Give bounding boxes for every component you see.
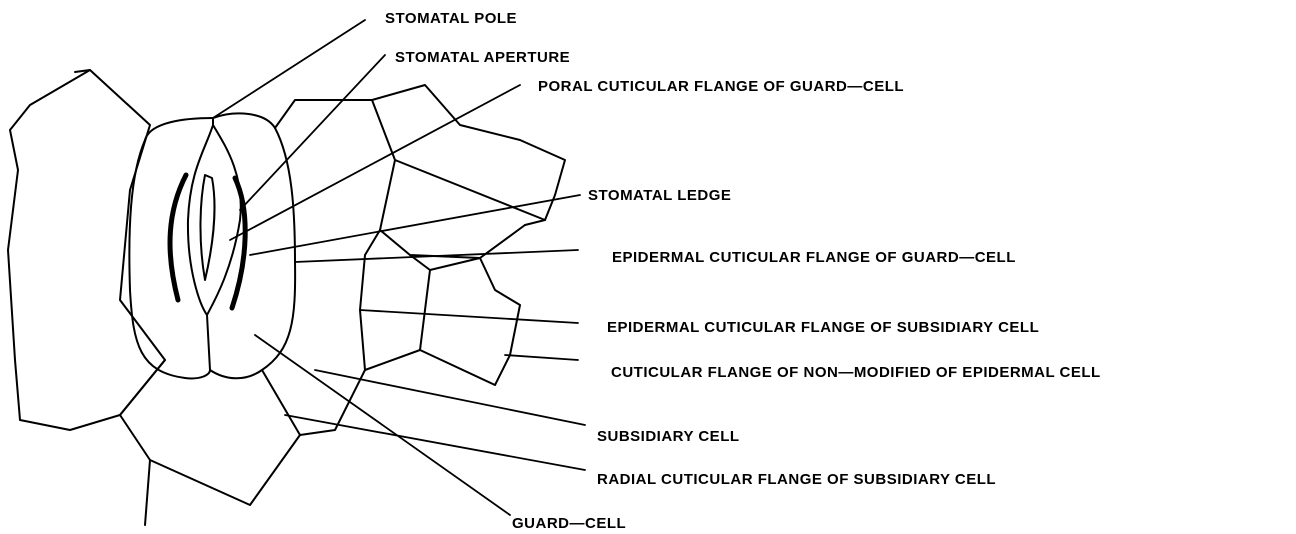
- right-ledge: [232, 178, 245, 308]
- leader-lines: [213, 20, 585, 515]
- leader-epidermal-flange-guard: [295, 250, 578, 262]
- bottom-left-cell: [120, 360, 300, 525]
- label-poral-flange: PORAL CUTICULAR FLANGE OF GUARD—CELL: [538, 78, 904, 95]
- right-lower-cell-b: [420, 258, 520, 385]
- right-lower-divider: [430, 258, 480, 270]
- label-stomatal-aperture: STOMATAL APERTURE: [395, 49, 570, 66]
- right-lower-cell-a: [360, 230, 430, 370]
- label-epidermal-flange-subsidiary: EPIDERMAL CUTICULAR FLANGE OF SUBSIDIARY…: [607, 319, 1039, 336]
- leader-non-modified-flange: [505, 355, 578, 360]
- leader-epidermal-flange-subsidiary: [360, 310, 578, 323]
- leader-subsidiary-cell: [315, 370, 585, 425]
- aperture-slit: [200, 175, 214, 280]
- label-radial-flange: RADIAL CUTICULAR FLANGE OF SUBSIDIARY CE…: [597, 471, 996, 488]
- label-guard-cell: GUARD—CELL: [512, 515, 626, 532]
- epidermal-cells: [8, 70, 565, 525]
- label-non-modified-flange: CUTICULAR FLANGE OF NON—MODIFIED OF EPID…: [611, 364, 1101, 381]
- label-epidermal-flange-guard: EPIDERMAL CUTICULAR FLANGE OF GUARD—CELL: [612, 249, 1016, 266]
- right-mid-cell: [380, 160, 545, 258]
- left-epidermal-cell: [8, 70, 165, 430]
- right-subsidiary-cell: [210, 113, 295, 378]
- label-stomatal-pole: STOMATAL POLE: [385, 10, 517, 27]
- leader-stomatal-aperture: [240, 55, 385, 210]
- right-far-cell: [372, 85, 565, 225]
- leader-stomatal-ledge: [250, 195, 580, 255]
- leader-stomatal-pole: [213, 20, 365, 118]
- label-stomatal-ledge: STOMATAL LEDGE: [588, 187, 731, 204]
- left-ledge: [170, 175, 186, 300]
- label-subsidiary-cell: SUBSIDIARY CELL: [597, 428, 740, 445]
